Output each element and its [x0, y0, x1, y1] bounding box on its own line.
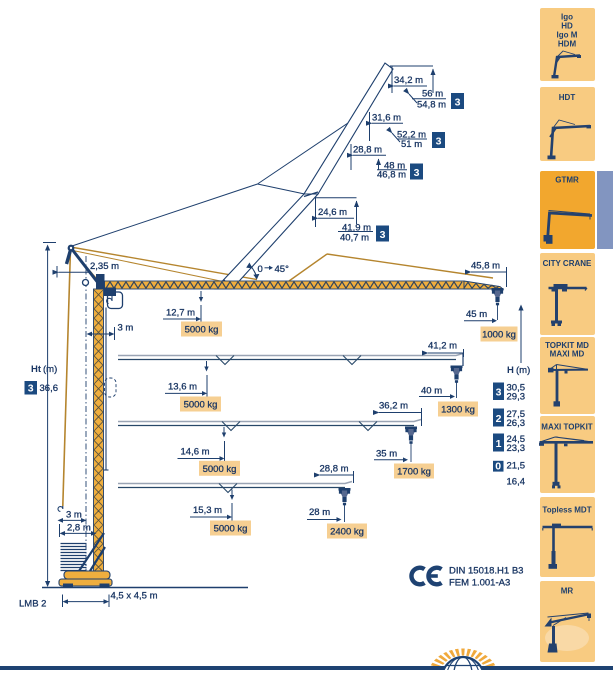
svg-text:56 m: 56 m	[422, 89, 443, 100]
svg-text:1: 1	[496, 438, 502, 450]
svg-text:HDT: HDT	[559, 93, 576, 102]
svg-text:3: 3	[436, 136, 442, 148]
svg-text:24,6 m: 24,6 m	[318, 207, 347, 218]
svg-text:16,4: 16,4	[507, 477, 526, 488]
svg-text:Igo M: Igo M	[557, 31, 578, 40]
svg-text:12,7 m: 12,7 m	[166, 308, 195, 319]
svg-text:5000 kg: 5000 kg	[214, 524, 248, 535]
svg-text:1300 kg: 1300 kg	[441, 405, 475, 416]
svg-text:MAXI MD: MAXI MD	[550, 350, 585, 359]
svg-text:28,8 m: 28,8 m	[353, 145, 382, 156]
svg-text:3: 3	[455, 97, 461, 109]
svg-text:3: 3	[28, 383, 34, 395]
svg-text:36,2 m: 36,2 m	[379, 401, 408, 412]
svg-text:5000 kg: 5000 kg	[185, 325, 219, 336]
svg-text:27,5: 27,5	[507, 409, 526, 420]
svg-text:35 m: 35 m	[376, 449, 397, 460]
svg-text:45°: 45°	[275, 264, 290, 275]
svg-text:3: 3	[496, 387, 502, 399]
svg-text:31,6 m: 31,6 m	[372, 113, 401, 124]
svg-text:28,8 m: 28,8 m	[320, 464, 349, 475]
svg-text:5000 kg: 5000 kg	[184, 400, 218, 411]
svg-text:0: 0	[258, 264, 263, 275]
svg-text:3 m: 3 m	[118, 323, 134, 334]
svg-text:21,5: 21,5	[507, 461, 526, 472]
svg-text:41,9 m: 41,9 m	[342, 223, 371, 234]
svg-text:DIN 15018.H1 B3: DIN 15018.H1 B3	[449, 566, 523, 577]
svg-text:Igo: Igo	[561, 13, 573, 22]
svg-text:2: 2	[496, 413, 502, 425]
svg-text:45,8 m: 45,8 m	[471, 261, 500, 272]
svg-text:15,3 m: 15,3 m	[193, 505, 222, 516]
svg-text:4,5 x 4,5 m: 4,5 x 4,5 m	[111, 591, 158, 602]
svg-text:36,6: 36,6	[40, 383, 59, 394]
svg-text:1700 kg: 1700 kg	[397, 467, 431, 478]
svg-text:28 m: 28 m	[309, 507, 330, 518]
svg-text:GTMR: GTMR	[555, 176, 579, 185]
svg-text:CITY CRANE: CITY CRANE	[543, 259, 592, 268]
svg-text:0: 0	[495, 460, 501, 472]
svg-text:3 m: 3 m	[66, 510, 82, 521]
svg-text:3: 3	[414, 167, 420, 179]
svg-text:1000 kg: 1000 kg	[482, 330, 516, 341]
svg-text:45 m: 45 m	[466, 309, 487, 320]
svg-text:23,3: 23,3	[507, 443, 526, 454]
svg-text:3: 3	[380, 229, 386, 241]
svg-text:40,7 m: 40,7 m	[340, 233, 369, 244]
svg-text:48 m: 48 m	[384, 161, 405, 172]
svg-text:30,5: 30,5	[507, 382, 526, 393]
svg-text:54,8 m: 54,8 m	[417, 100, 446, 111]
svg-text:(m): (m)	[516, 365, 530, 376]
svg-text:5000 kg: 5000 kg	[203, 464, 237, 475]
svg-text:2,35 m: 2,35 m	[90, 261, 119, 272]
svg-text:Topless MDT: Topless MDT	[542, 506, 591, 515]
svg-text:51 m: 51 m	[401, 139, 422, 150]
svg-text:40 m: 40 m	[421, 386, 442, 397]
svg-text:41,2 m: 41,2 m	[428, 341, 457, 352]
svg-text:FEM 1.001-A3: FEM 1.001-A3	[449, 578, 510, 589]
svg-text:H: H	[507, 365, 514, 376]
svg-text:34,2 m: 34,2 m	[394, 75, 423, 86]
svg-text:24,5: 24,5	[507, 434, 526, 445]
svg-text:26,3: 26,3	[507, 418, 526, 429]
svg-text:52,2 m: 52,2 m	[397, 130, 426, 141]
svg-text:46,8 m: 46,8 m	[377, 170, 406, 181]
svg-text:MR: MR	[561, 587, 574, 596]
svg-text:2,8 m: 2,8 m	[67, 523, 91, 534]
svg-text:13,6 m: 13,6 m	[168, 382, 197, 393]
svg-text:MAXI TOPKIT: MAXI TOPKIT	[541, 423, 593, 432]
svg-text:14,6 m: 14,6 m	[181, 447, 210, 458]
svg-text:TOPKIT MD: TOPKIT MD	[545, 341, 589, 350]
svg-text:2400 kg: 2400 kg	[330, 527, 364, 538]
svg-text:HDM: HDM	[558, 40, 577, 49]
svg-text:Ht: Ht	[31, 364, 42, 375]
svg-text:LMB 2: LMB 2	[19, 599, 46, 610]
svg-text:29,3: 29,3	[507, 391, 526, 402]
svg-text:(m): (m)	[43, 364, 57, 375]
svg-text:HD: HD	[561, 22, 573, 31]
